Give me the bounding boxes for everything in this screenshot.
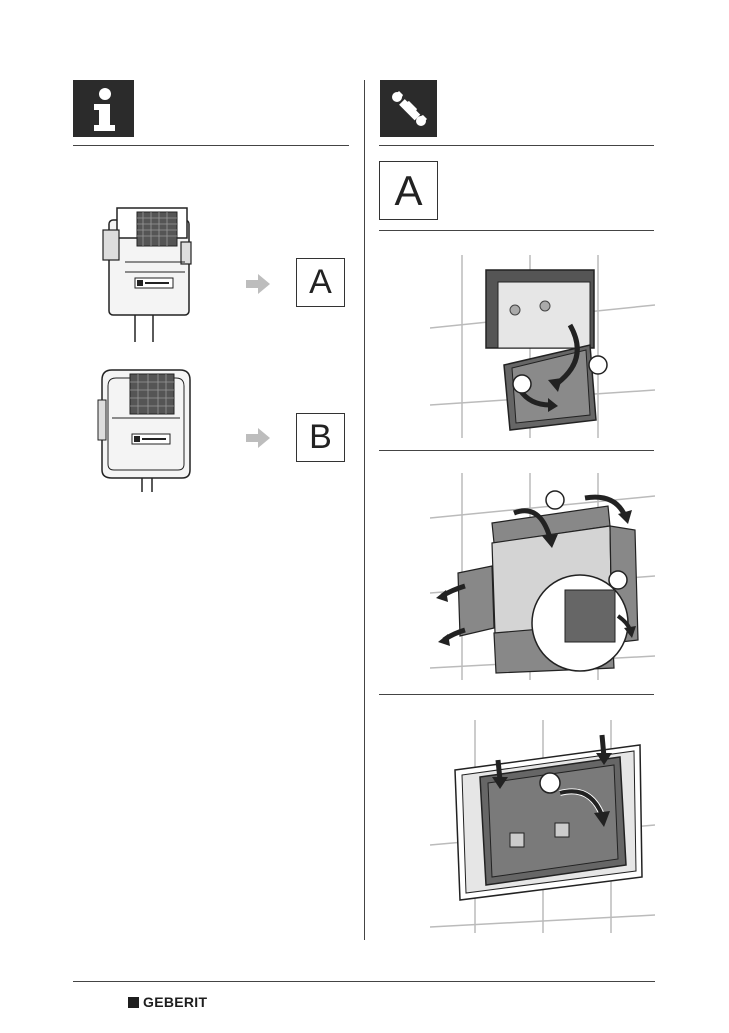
- option-a-badge: A: [296, 258, 345, 307]
- cistern-illustration-b: [97, 369, 191, 492]
- step-rule-2: [379, 450, 654, 451]
- column-divider: [364, 80, 365, 940]
- step-rule-1: [379, 230, 654, 231]
- wrench-icon: [380, 80, 437, 137]
- arrow-right-icon: [246, 428, 270, 448]
- option-a-letter: A: [309, 263, 332, 301]
- section-a-letter: A: [394, 166, 423, 214]
- cistern-illustration-a: [102, 207, 192, 342]
- info-icon: [73, 80, 134, 137]
- left-header-rule: [73, 145, 349, 146]
- right-header-rule: [379, 145, 654, 146]
- logo-square-icon: [128, 996, 139, 1008]
- option-b-letter: B: [309, 418, 332, 456]
- section-a-badge: A: [379, 161, 438, 220]
- step-rule-3: [379, 694, 654, 695]
- arrow-right-icon: [246, 274, 270, 294]
- brand-name: GEBERIT: [143, 994, 208, 1010]
- footer-rule: [73, 981, 655, 982]
- step-2-illustration: [430, 473, 655, 680]
- option-b-badge: B: [296, 413, 345, 462]
- step-1-illustration: [430, 255, 655, 438]
- step-3-illustration: [430, 720, 655, 933]
- geberit-logo: GEBERIT: [128, 994, 207, 1010]
